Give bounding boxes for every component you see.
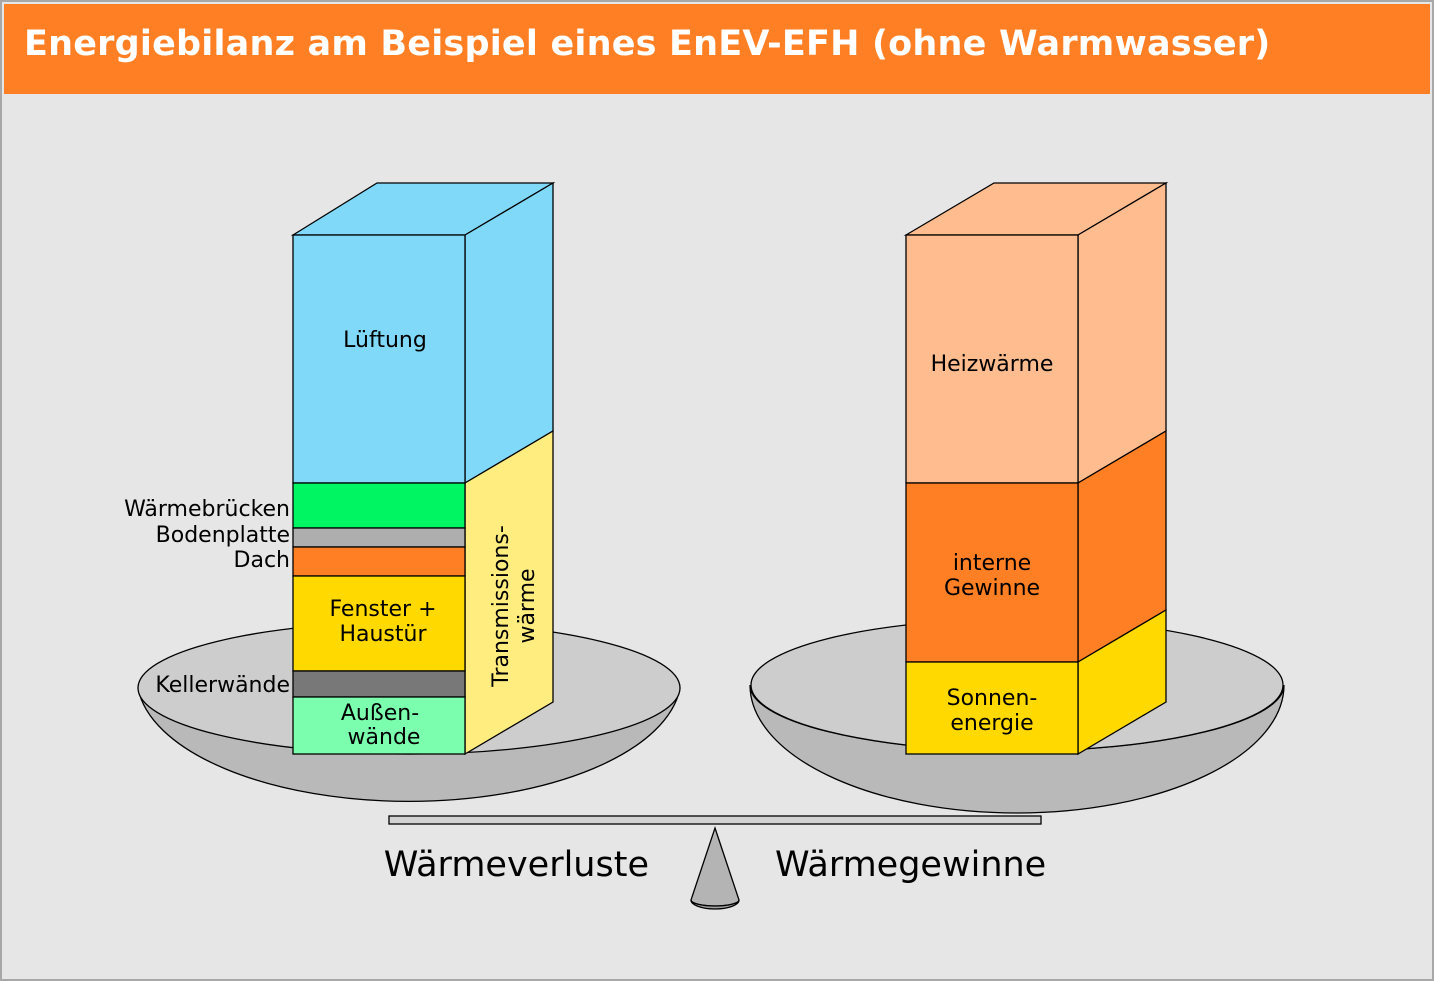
segment-waermebruecken: [292, 482, 466, 529]
segment-aussenwaende: [292, 696, 466, 755]
balance-pivot: [690, 825, 740, 910]
label-sonnen-line2: energie: [950, 711, 1033, 736]
left-column-side-blue: [464, 181, 554, 485]
label-interne-line1: interne: [953, 551, 1031, 576]
label-waermegewinne: Wärmegewinne: [775, 845, 1046, 885]
label-transmission-line2: wärme: [515, 568, 540, 643]
label-lueftung: Lüftung: [343, 328, 427, 353]
label-dach: Dach: [234, 548, 290, 573]
label-sonnen-line1: Sonnen-: [947, 686, 1038, 711]
balance-beam: [388, 815, 1042, 825]
label-fenster-line2: Haustür: [339, 622, 427, 647]
label-aussenwaende-line2: wände: [348, 725, 421, 750]
pivot-cone: [690, 825, 740, 907]
segment-sonnenenergie: [905, 661, 1079, 755]
segment-heizwaerme: [905, 234, 1079, 484]
label-waermebruecken: Wärmebrücken: [124, 497, 290, 522]
segment-interne-gewinne: [905, 482, 1079, 663]
segment-bodenplatte: [292, 527, 466, 548]
right-column-side-heizwaerme: [1077, 181, 1167, 485]
label-aussenwaende-line1: Außen-: [341, 701, 419, 726]
label-interne-line2: Gewinne: [944, 576, 1040, 601]
segment-kellerwaende: [292, 670, 466, 698]
label-bodenplatte: Bodenplatte: [156, 523, 290, 548]
right-column: [903, 181, 1169, 756]
page-title: Energiebilanz am Beispiel eines EnEV-EFH…: [24, 24, 1271, 64]
label-transmission-line1: Transmissions-: [489, 525, 514, 688]
label-waermeverluste: Wärmeverluste: [384, 845, 649, 885]
segment-dach: [292, 546, 466, 577]
left-column: [290, 181, 556, 756]
pivot-base: [690, 899, 740, 910]
title-bar: Energiebilanz am Beispiel eines EnEV-EFH…: [4, 4, 1430, 94]
label-kellerwaende: Kellerwände: [155, 673, 290, 698]
label-fenster-line1: Fenster +: [329, 597, 436, 622]
segment-lueftung: [292, 234, 466, 484]
label-heizwaerme: Heizwärme: [931, 352, 1054, 377]
